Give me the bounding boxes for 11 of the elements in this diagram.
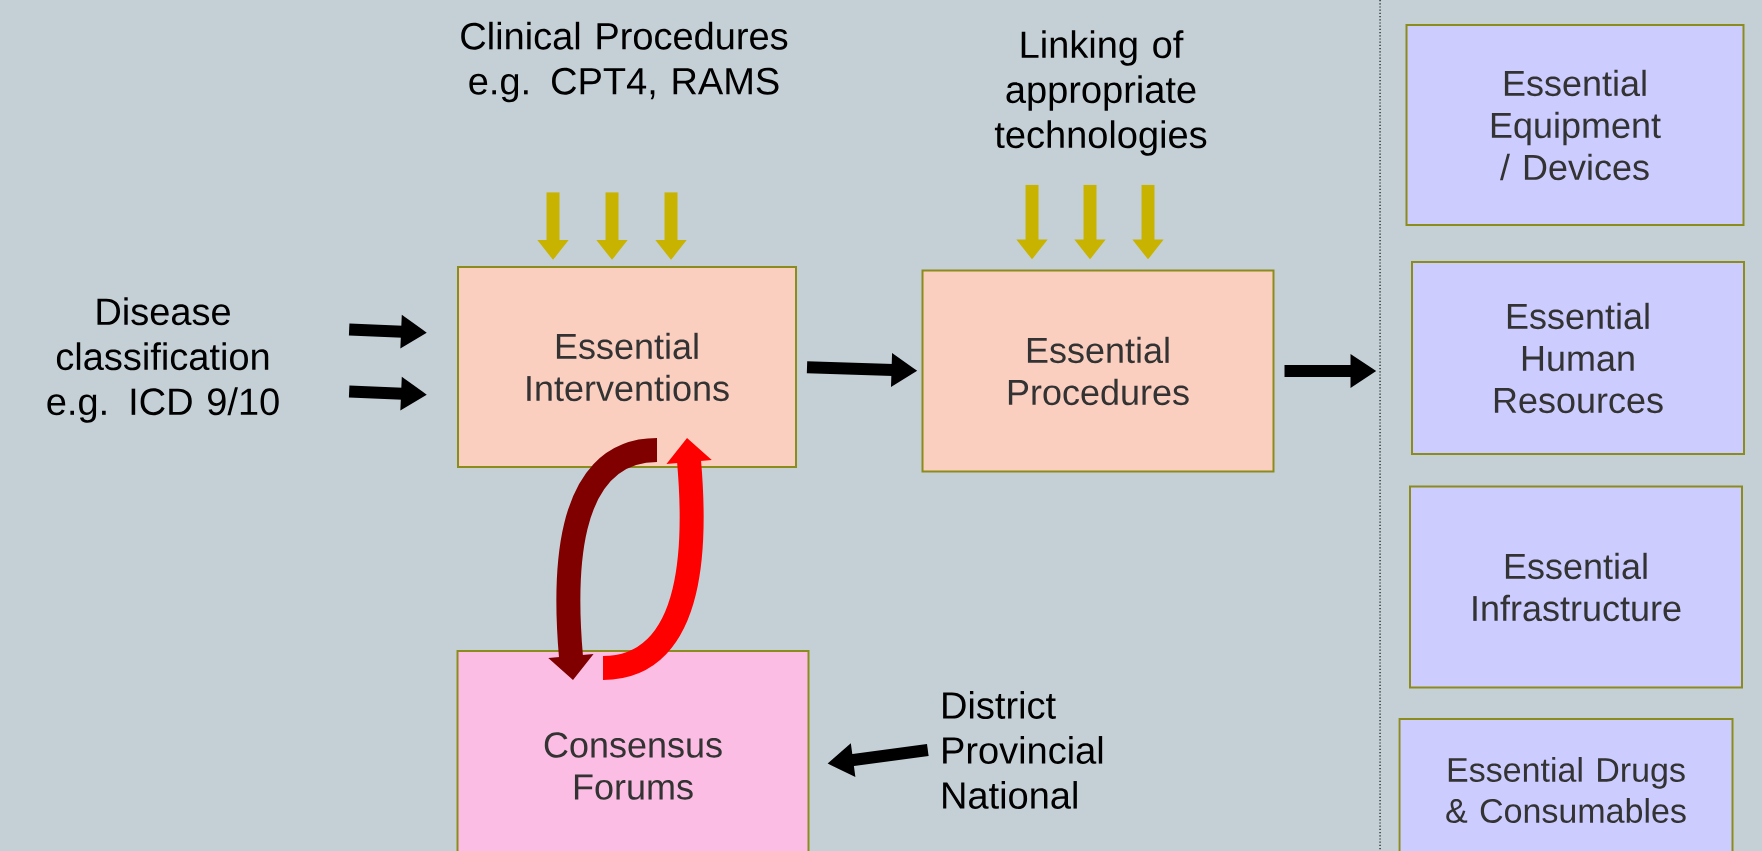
- process-box: Essential Interventions: [457, 266, 797, 468]
- resource-box: Essential Human Resources: [1411, 261, 1745, 455]
- resource-box: Essential Drugs & Consumables: [1398, 718, 1734, 851]
- process-box: Essential Procedures: [921, 269, 1275, 473]
- resource-box: Essential Infrastructure: [1409, 485, 1743, 689]
- label-text: Disease classification e.g. ICD 9/10: [47, 297, 279, 423]
- forum-box: Consensus Forums: [456, 650, 810, 851]
- label-text: Linking of appropriate technologies: [994, 30, 1207, 156]
- label-text: Clinical Procedures e.g. CPT4, RAMS: [461, 21, 788, 103]
- label-text: District Provincial National: [943, 691, 1103, 809]
- resource-box: Essential Equipment / Devices: [1405, 24, 1745, 226]
